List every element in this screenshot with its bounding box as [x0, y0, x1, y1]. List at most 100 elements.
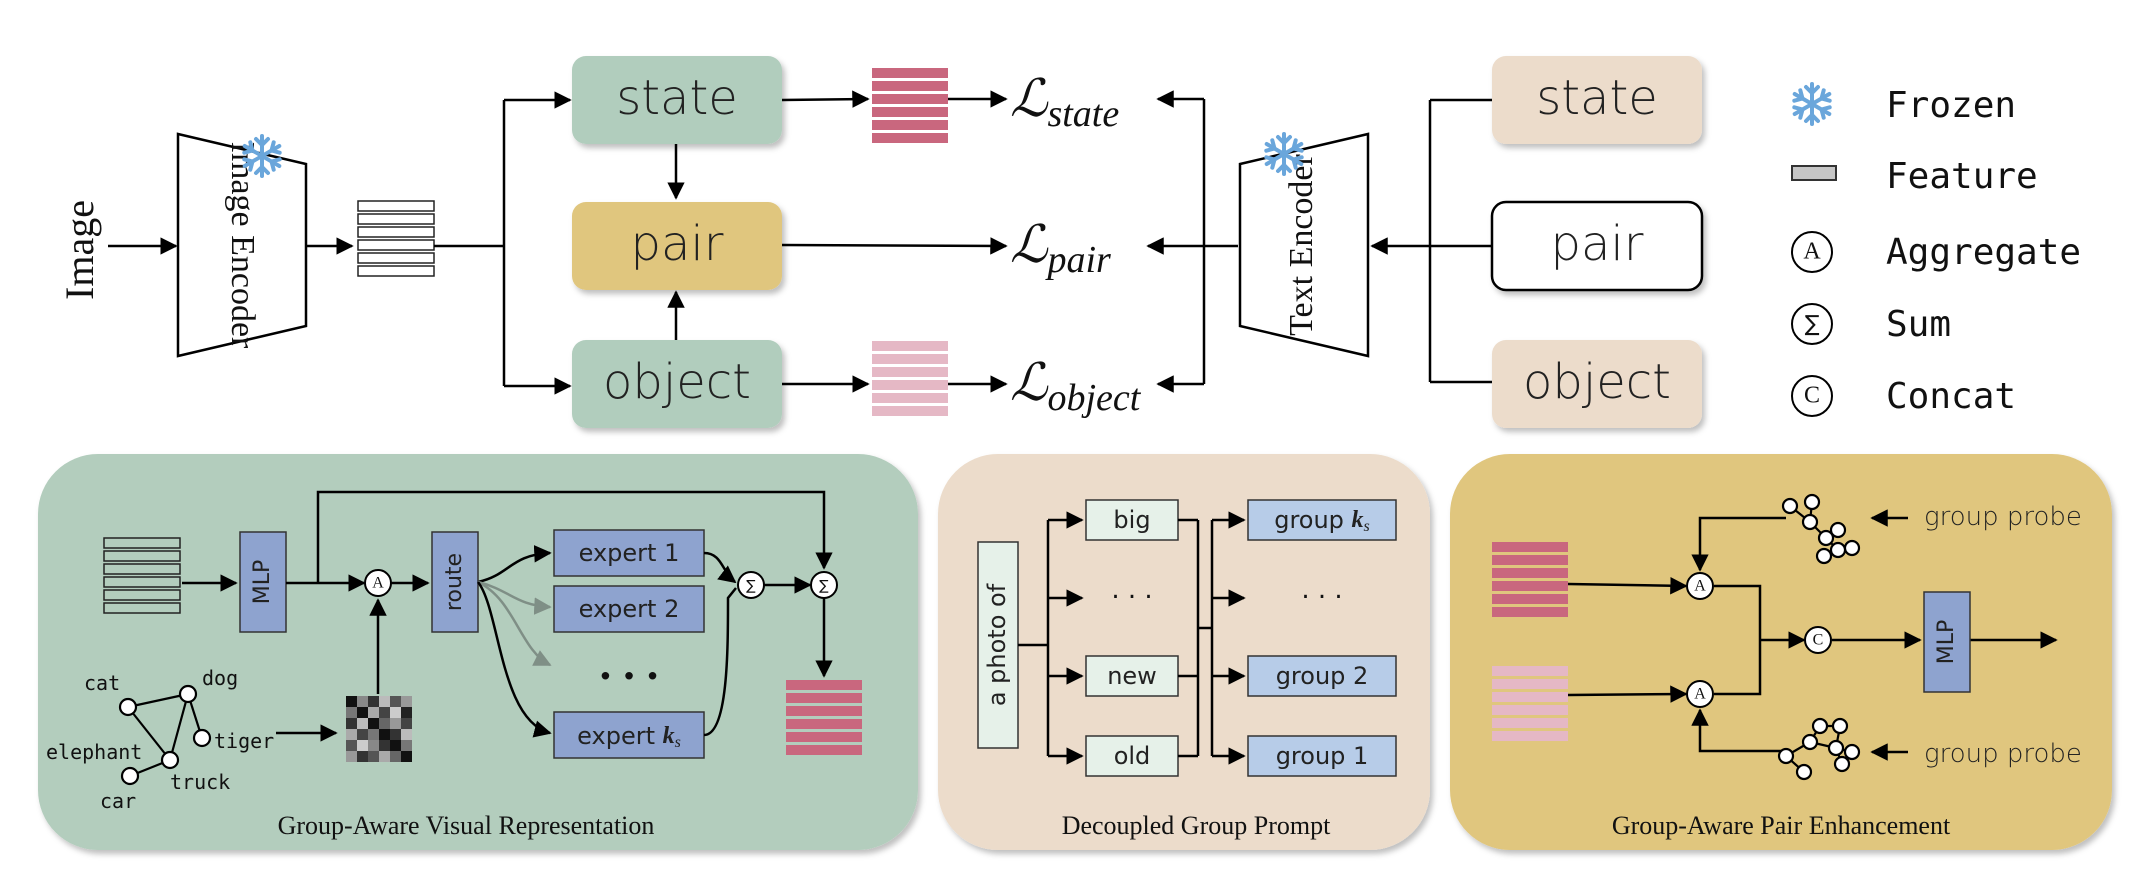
- loss-pair: ℒpair: [1010, 217, 1111, 281]
- graph-label-dog: dog: [202, 666, 238, 690]
- probe-bottom-label: group probe: [1924, 739, 2082, 769]
- prompt-box: [977, 541, 1019, 749]
- loss-state: ℒstate: [1010, 71, 1119, 135]
- word-new-label: new: [1107, 662, 1157, 690]
- expert-k-box: [553, 711, 705, 759]
- p1-route-curves: [477, 545, 552, 738]
- loss-object: ℒobject: [1010, 355, 1142, 419]
- top-section: Image Image Encoder state: [57, 56, 2081, 428]
- word-big-label: big: [1113, 506, 1150, 534]
- expert-ellipsis: • • •: [598, 663, 661, 693]
- word-old-box: [1085, 735, 1179, 777]
- visual-pair-label: pair: [631, 216, 724, 272]
- loss-pair-main: ℒ: [1010, 217, 1049, 274]
- text-object-label: object: [1523, 354, 1671, 410]
- graph-node-cat: [118, 697, 138, 717]
- text-encoder-label: Text Encoder: [1283, 153, 1320, 335]
- loss-object-main: ℒ: [1010, 355, 1049, 412]
- text-state-label: state: [1536, 70, 1658, 126]
- pair-to-loss-arrow: [781, 237, 1008, 255]
- similarity-matrix: [346, 696, 412, 762]
- visual-state-box: [572, 56, 782, 144]
- graph-label-tiger: tiger: [214, 729, 274, 753]
- group-k-label: group ks: [1274, 506, 1370, 535]
- visual-object-box: [572, 340, 782, 428]
- feature-split-lines: [434, 91, 572, 395]
- group-1-box: [1247, 735, 1397, 777]
- visual-state-label: state: [616, 70, 738, 126]
- object-feature-stack: [872, 341, 948, 416]
- probe-graph-bottom: [1777, 717, 1861, 781]
- text-input-lines: [1370, 98, 1492, 384]
- p1-sum-symbol-1: ∑: [746, 578, 756, 594]
- p1-sum-symbol-2: ∑: [819, 578, 829, 594]
- panel3-mlp-box: [1923, 591, 1971, 693]
- loss-object-sub: object: [1047, 377, 1141, 419]
- group-dots: · · ·: [1301, 583, 1342, 613]
- graph-label-elephant: elephant: [46, 740, 142, 764]
- p3-concat-node: [1804, 626, 1832, 654]
- expert-k-sub: s: [675, 734, 681, 751]
- p3-flow-lines: [1567, 509, 2058, 761]
- image-encoder-label: Image Encoder: [224, 142, 261, 349]
- loss-state-sub: state: [1047, 93, 1119, 135]
- p3-aggregate-node-top: [1686, 572, 1714, 600]
- word-new-box: [1085, 655, 1179, 697]
- graph-label-truck: truck: [170, 770, 230, 794]
- expert-2-box: [553, 585, 705, 633]
- panel-pair-enhancement: A A C MLP: [1450, 454, 2112, 850]
- panel2-caption: Decoupled Group Prompt: [1062, 811, 1331, 840]
- legend-aggregate-icon: [1791, 231, 1833, 273]
- legend-sum-symbol: ∑: [1805, 312, 1820, 337]
- graph-node-car: [120, 766, 140, 786]
- legend-concat-icon: [1791, 375, 1833, 417]
- p3-aggregate-node-bottom: [1686, 680, 1714, 708]
- visual-pair-box: [572, 202, 782, 290]
- legend-aggregate-label: Aggregate: [1886, 232, 2081, 273]
- image-feature-stack: [357, 200, 435, 277]
- panel3-caption: Group-Aware Pair Enhancement: [1612, 811, 1951, 840]
- text-encoder: [1238, 132, 1370, 358]
- p1-aggregate-symbol: A: [372, 575, 384, 592]
- expert-2-label: expert 2: [579, 595, 680, 623]
- graph-node-tiger: [192, 728, 212, 748]
- state-to-feature-arrow: [781, 90, 870, 108]
- expert-1-label: expert 1: [579, 539, 680, 567]
- semantic-graph: cat dog elephant tiger truck car: [46, 666, 274, 813]
- group-k-main: group: [1274, 506, 1351, 534]
- group-k-sub: s: [1364, 518, 1370, 535]
- expert-k-k: k: [663, 723, 675, 749]
- graph-node-truck: [160, 750, 180, 770]
- panel1-route-box: [431, 531, 479, 633]
- text-pair-box: [1490, 200, 1704, 292]
- group-1-label: group 1: [1276, 742, 1369, 770]
- legend-sum-label: Sum: [1886, 304, 1951, 345]
- image-label: Image: [57, 200, 102, 300]
- p3-aggregate-symbol-bottom: A: [1694, 686, 1706, 703]
- p1-skip-lines: [286, 490, 833, 592]
- loss-state-main: ℒ: [1010, 71, 1049, 128]
- word-dots: · · ·: [1111, 583, 1152, 613]
- text-pair-label: pair: [1551, 216, 1644, 272]
- legend-feature-label: Feature: [1886, 156, 2038, 197]
- text-encoder-output-lines: [1146, 90, 1238, 393]
- p1-experts-merge: [703, 551, 812, 737]
- p3-concat-symbol: C: [1813, 632, 1824, 649]
- graph-label-car: car: [100, 789, 136, 813]
- legend-frozen-label: Frozen: [1886, 85, 2016, 126]
- group-2-box: [1247, 655, 1397, 697]
- loss-pair-sub: pair: [1044, 239, 1111, 281]
- p3-aggregate-symbol-top: A: [1694, 578, 1706, 595]
- word-old-label: old: [1114, 742, 1151, 770]
- legend-sum-icon: [1791, 303, 1833, 345]
- legend-frozen-icon: [1792, 82, 1832, 126]
- state-feature-stack: [872, 68, 948, 143]
- panel-group-prompt: a photo of big · · · new old: [938, 454, 1430, 850]
- graph-node-dog: [178, 684, 198, 704]
- legend-feature-icon: [1791, 165, 1837, 181]
- legend-concat-symbol: C: [1804, 383, 1820, 409]
- probe-top-label: group probe: [1924, 502, 2082, 532]
- group-k-k: k: [1352, 507, 1364, 533]
- graph-label-cat: cat: [84, 671, 120, 695]
